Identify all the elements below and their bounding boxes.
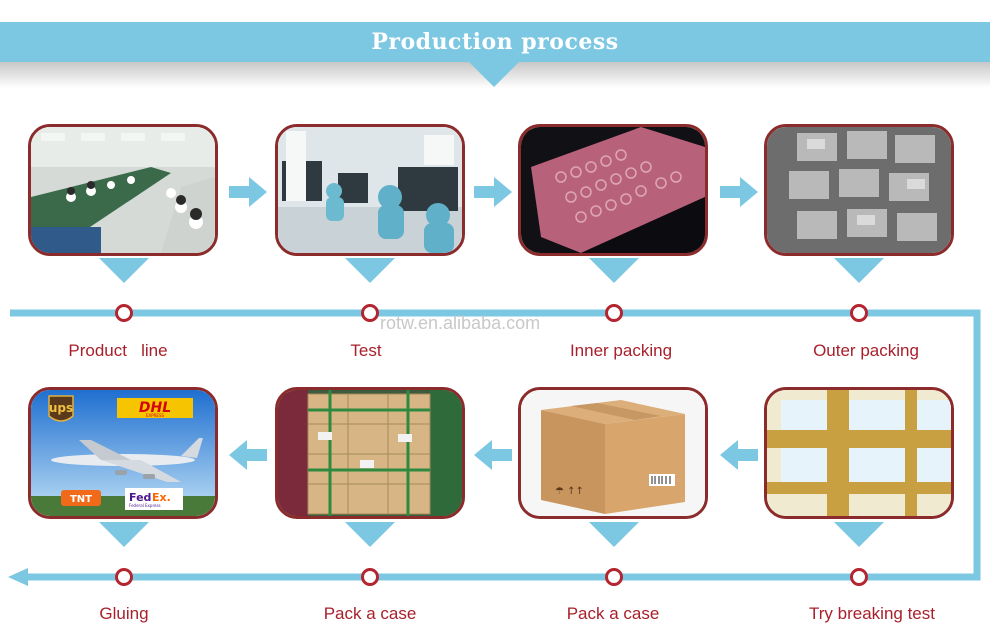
tnt-logo: TNT — [61, 490, 101, 506]
node-4 — [850, 304, 868, 322]
banner-pointer — [468, 61, 520, 87]
photo-gluing: ups DHL EXPRESS TNT Fed Ex. Federal Expr… — [28, 387, 218, 519]
pointer-2 — [345, 258, 395, 283]
label-outer-packing: Outer packing — [813, 341, 919, 360]
svg-text:Ex.: Ex. — [152, 491, 171, 504]
label-inner-packing: Inner packing — [569, 341, 673, 360]
pointer-3 — [589, 258, 639, 283]
label-try-breaking-test: Try breaking test — [809, 604, 935, 623]
title-banner — [0, 22, 990, 62]
label-pack-a-case-pallet: Pack a case — [323, 604, 417, 623]
photo-inner-packing — [518, 124, 708, 256]
arrow-left-3 — [720, 440, 758, 470]
svg-text:ups: ups — [49, 401, 73, 415]
photo-try-breaking-test — [764, 387, 954, 519]
photo-pack-a-case-box: ☂ ↑↑ — [518, 387, 708, 519]
svg-text:Fed: Fed — [129, 491, 151, 504]
box-symbols: ☂ ↑↑ — [555, 486, 584, 497]
ups-logo: ups — [48, 395, 74, 422]
arrow-right-1 — [229, 177, 267, 207]
pointer-4 — [834, 258, 884, 283]
fedex-logo: Fed Ex. Federal Express — [125, 488, 183, 510]
arrow-left-1 — [229, 440, 267, 470]
node-1 — [115, 304, 133, 322]
pointer-7 — [589, 522, 639, 547]
photo-test — [275, 124, 465, 256]
node-5 — [850, 568, 868, 586]
svg-text:DHL: DHL — [139, 400, 171, 416]
svg-text:Federal Express: Federal Express — [129, 503, 161, 508]
label-test: Test — [350, 341, 382, 360]
pointer-8 — [834, 522, 884, 547]
node-2 — [361, 304, 379, 322]
arrow-left-2 — [474, 440, 512, 470]
pointer-5 — [99, 522, 149, 547]
arrow-right-2 — [474, 177, 512, 207]
label-product-line: Product line — [68, 341, 168, 360]
plane-icon — [51, 438, 203, 482]
watermark: rotw.en.alibaba.com — [380, 313, 541, 333]
node-7 — [361, 568, 379, 586]
photo-product-line — [28, 124, 218, 256]
svg-text:TNT: TNT — [70, 494, 92, 505]
page-title: Production process — [371, 29, 619, 55]
label-pack-a-case-box: Pack a case — [566, 604, 660, 623]
pointer-6 — [345, 522, 395, 547]
photo-outer-packing — [764, 124, 954, 256]
node-8 — [115, 568, 133, 586]
node-6 — [605, 568, 623, 586]
svg-text:EXPRESS: EXPRESS — [146, 413, 165, 418]
arrow-right-3 — [720, 177, 758, 207]
pointer-1 — [99, 258, 149, 283]
dhl-logo: DHL EXPRESS — [117, 398, 193, 418]
node-3 — [605, 304, 623, 322]
label-gluing: Gluing — [99, 604, 149, 623]
photo-pack-a-case-pallet — [275, 387, 465, 519]
